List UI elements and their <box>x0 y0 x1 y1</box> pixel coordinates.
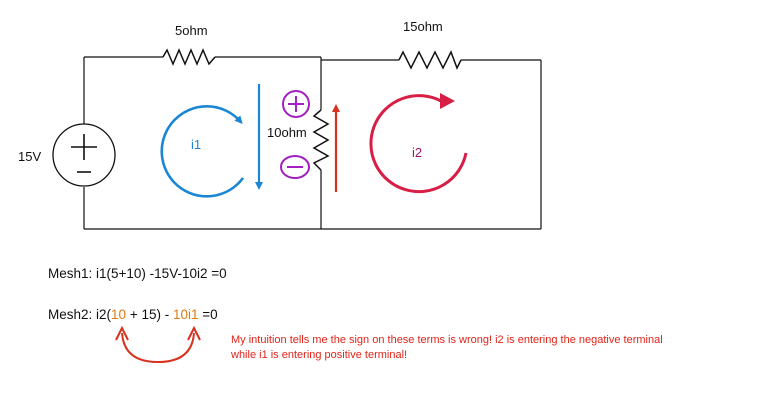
loop-i1-arrow <box>160 105 245 198</box>
circuit-wires <box>83 56 542 230</box>
resistor-5ohm-label: 5ohm <box>175 23 208 38</box>
resistor-15ohm <box>398 50 462 70</box>
minus-polarity-icon <box>280 155 310 179</box>
mesh2-prefix: Mesh2: i2( <box>48 307 112 322</box>
loop-i2-arrow <box>369 94 468 194</box>
mesh2-mid: + 15) - <box>126 307 173 322</box>
voltage-source <box>52 123 116 187</box>
mesh2-equation: Mesh2: i2(10 + 15) - 10i1 =0 <box>48 307 218 322</box>
annotation-line-2: while i1 is entering positive terminal! <box>231 349 408 361</box>
mesh2-suffix: =0 <box>198 307 218 322</box>
mesh2-term-10i1: 10i1 <box>172 307 199 322</box>
plus-polarity-icon <box>282 90 310 118</box>
loop-i2-arrowhead <box>440 93 455 109</box>
loop-i1-label: i1 <box>191 137 201 152</box>
source-label: 15V <box>18 149 41 164</box>
mesh1-equation: Mesh1: i1(5+10) -15V-10i2 =0 <box>48 266 227 281</box>
annotation-line-1: My intuition tells me the sign on these … <box>231 334 663 346</box>
loop-i2-label: i2 <box>412 145 422 160</box>
annotation-note: My intuition tells me the sign on these … <box>231 333 751 363</box>
swap-left-arrowhead <box>115 325 129 341</box>
mesh2-term-10: 10 <box>111 307 127 322</box>
resistor-5ohm <box>162 48 216 66</box>
swap-annotation-arrow <box>121 332 195 364</box>
resistor-10ohm <box>312 109 330 171</box>
resistor-15ohm-label: 15ohm <box>403 19 443 34</box>
swap-right-arrowhead <box>187 325 201 341</box>
resistor-10ohm-label: 10ohm <box>267 125 307 140</box>
